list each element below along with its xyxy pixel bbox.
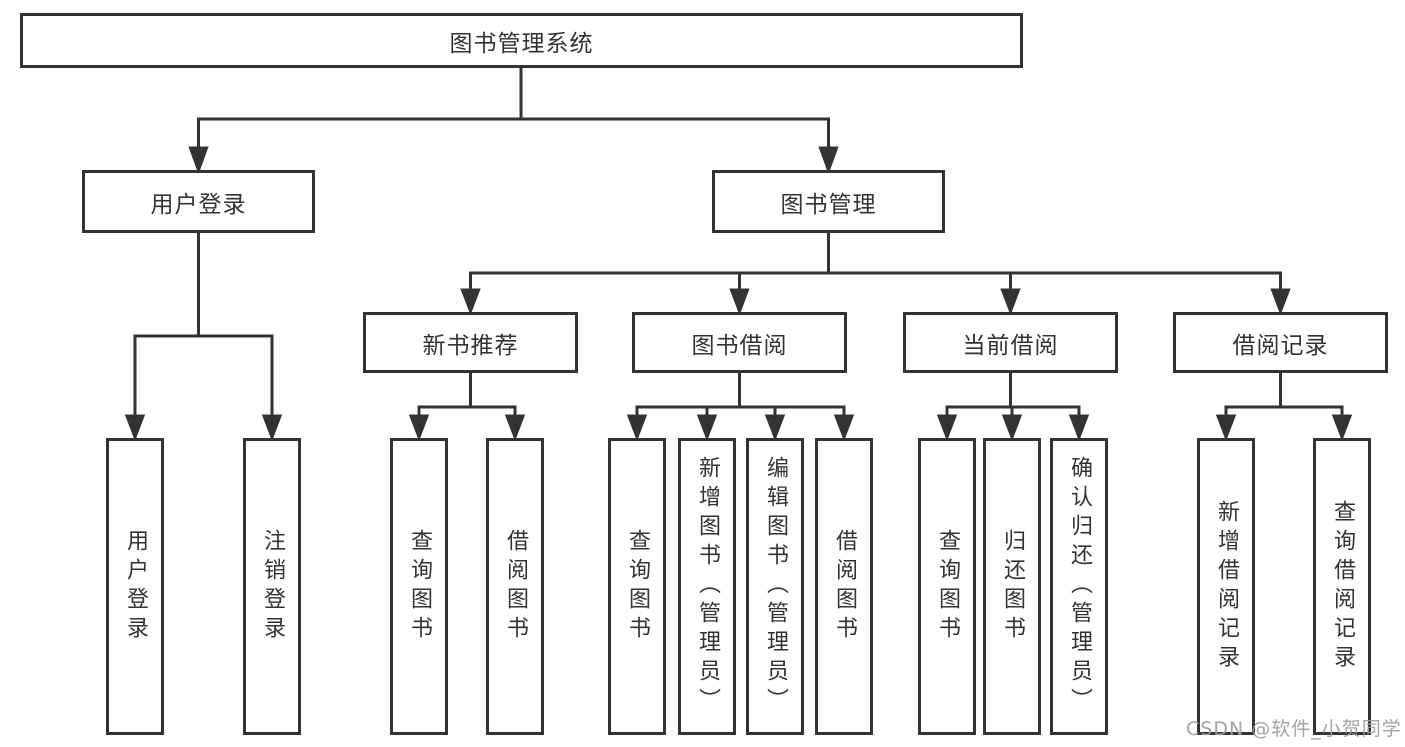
node-label: 当前借阅 xyxy=(962,332,1059,359)
edge-root-to-level2 xyxy=(188,68,839,175)
leaf-add-books-admin: 新增图书（管理员） xyxy=(678,438,736,735)
leaf-label: 用户登录 xyxy=(123,528,148,645)
node-label: 借阅记录 xyxy=(1232,332,1329,359)
leaf-return-books: 归还图书 xyxy=(983,438,1041,735)
arrow-down-icon xyxy=(124,414,146,442)
node-root-system: 图书管理系统 xyxy=(20,13,1023,68)
arrow-down-icon xyxy=(1001,414,1023,442)
node-borrow-records: 借阅记录 xyxy=(1173,312,1388,373)
arrow-down-icon xyxy=(936,414,958,442)
arrow-down-icon xyxy=(188,146,209,175)
node-book-management: 图书管理 xyxy=(712,170,945,233)
node-label: 图书管理 xyxy=(780,191,877,218)
node-label: 用户登录 xyxy=(150,191,247,218)
node-new-book-recommend: 新书推荐 xyxy=(363,312,578,373)
arrow-down-icon xyxy=(408,414,430,442)
leaf-label: 新增图书（管理员） xyxy=(695,456,720,717)
arrow-down-icon xyxy=(818,146,839,175)
leaf-borrow-books: 借阅图书 xyxy=(486,438,544,735)
arrow-down-icon xyxy=(833,414,855,442)
arrow-down-icon xyxy=(696,414,718,442)
leaf-query-books: 查询图书 xyxy=(608,438,666,735)
arrow-down-icon xyxy=(626,414,648,442)
leaf-label: 借阅图书 xyxy=(832,528,857,645)
leaf-label: 注销登录 xyxy=(260,528,285,645)
node-user-login: 用户登录 xyxy=(82,170,315,233)
leaf-label: 归还图书 xyxy=(1000,528,1025,645)
node-label: 图书管理系统 xyxy=(449,30,594,57)
leaf-query-borrow-record: 查询借阅记录 xyxy=(1313,438,1371,735)
arrow-down-icon xyxy=(729,288,750,316)
edge-borrow-records-children xyxy=(1215,373,1353,442)
leaf-label: 编辑图书（管理员） xyxy=(763,456,788,717)
arrow-down-icon xyxy=(1215,414,1237,442)
node-current-borrow: 当前借阅 xyxy=(903,312,1118,373)
leaf-label: 查询图书 xyxy=(935,528,960,645)
leaf-add-borrow-record: 新增借阅记录 xyxy=(1197,438,1255,735)
leaf-label: 新增借阅记录 xyxy=(1214,499,1239,674)
edge-book-borrow-children xyxy=(626,373,855,442)
leaf-query-books: 查询图书 xyxy=(918,438,976,735)
edge-user-login-children xyxy=(124,233,283,442)
leaf-label: 查询图书 xyxy=(625,528,650,645)
leaf-label: 借阅图书 xyxy=(503,528,528,645)
edge-current-borrow-children xyxy=(936,373,1090,442)
node-label: 图书借阅 xyxy=(691,332,788,359)
arrow-down-icon xyxy=(1000,288,1021,316)
edge-new-book-recommend-children xyxy=(408,373,526,442)
node-label: 新书推荐 xyxy=(422,332,519,359)
arrow-down-icon xyxy=(1068,414,1090,442)
arrow-down-icon xyxy=(261,414,283,442)
arrow-down-icon xyxy=(1331,414,1353,442)
leaf-label: 查询图书 xyxy=(407,528,432,645)
arrow-down-icon xyxy=(504,414,526,442)
leaf-label: 查询借阅记录 xyxy=(1330,499,1355,674)
leaf-query-books: 查询图书 xyxy=(390,438,448,735)
leaf-logout: 注销登录 xyxy=(243,438,301,735)
arrow-down-icon xyxy=(460,288,481,316)
leaf-borrow-books: 借阅图书 xyxy=(815,438,873,735)
leaf-label: 确认归还（管理员） xyxy=(1067,456,1092,717)
arrow-down-icon xyxy=(764,414,786,442)
edge-book-management-children xyxy=(460,233,1291,316)
node-book-borrow: 图书借阅 xyxy=(632,312,847,373)
arrow-down-icon xyxy=(1270,288,1291,316)
leaf-edit-books-admin: 编辑图书（管理员） xyxy=(746,438,804,735)
csdn-watermark: CSDN @软件_小贺同学 xyxy=(1186,718,1402,740)
leaf-user-login: 用户登录 xyxy=(106,438,164,735)
leaf-confirm-return-admin: 确认归还（管理员） xyxy=(1050,438,1108,735)
